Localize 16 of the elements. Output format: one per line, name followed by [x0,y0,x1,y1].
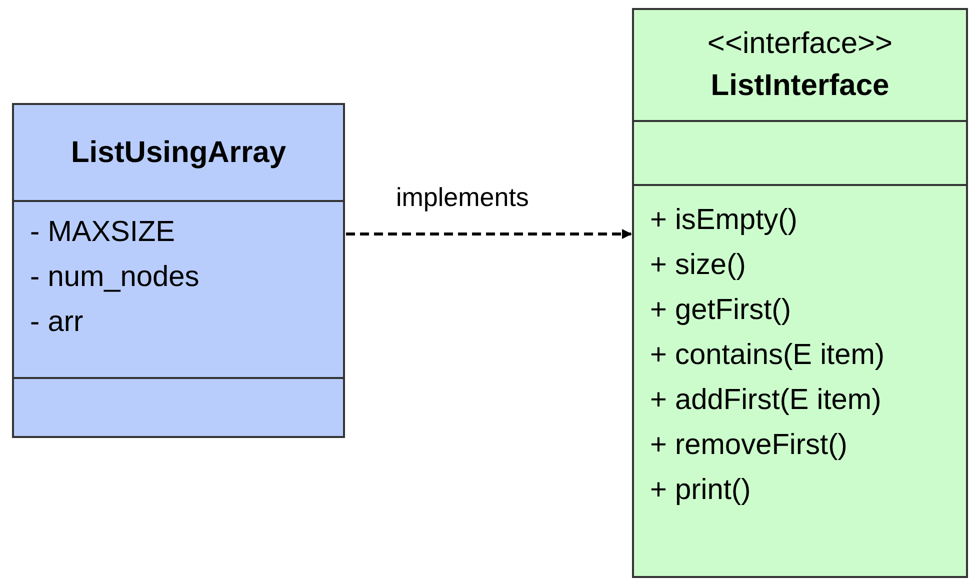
attribute-text: - num_nodes [30,260,200,295]
attribute-text: - arr [30,305,84,340]
method-text: + contains(E item) [650,338,885,373]
stereotype: <<interface>> [707,26,893,62]
class-name: ListInterface [710,68,890,104]
class-box [632,8,968,578]
method-text: + getFirst() [650,293,791,328]
method-text: + addFirst(E item) [650,383,882,418]
attribute-text: - MAXSIZE [30,215,176,250]
method-text: + print() [650,473,751,508]
dashed-arrow [346,229,632,239]
class-box [12,103,345,438]
method-text: + size() [650,248,746,283]
method-text: + removeFirst() [650,428,848,463]
method-text: + isEmpty() [650,203,798,238]
class-name: ListUsingArray [70,134,286,170]
